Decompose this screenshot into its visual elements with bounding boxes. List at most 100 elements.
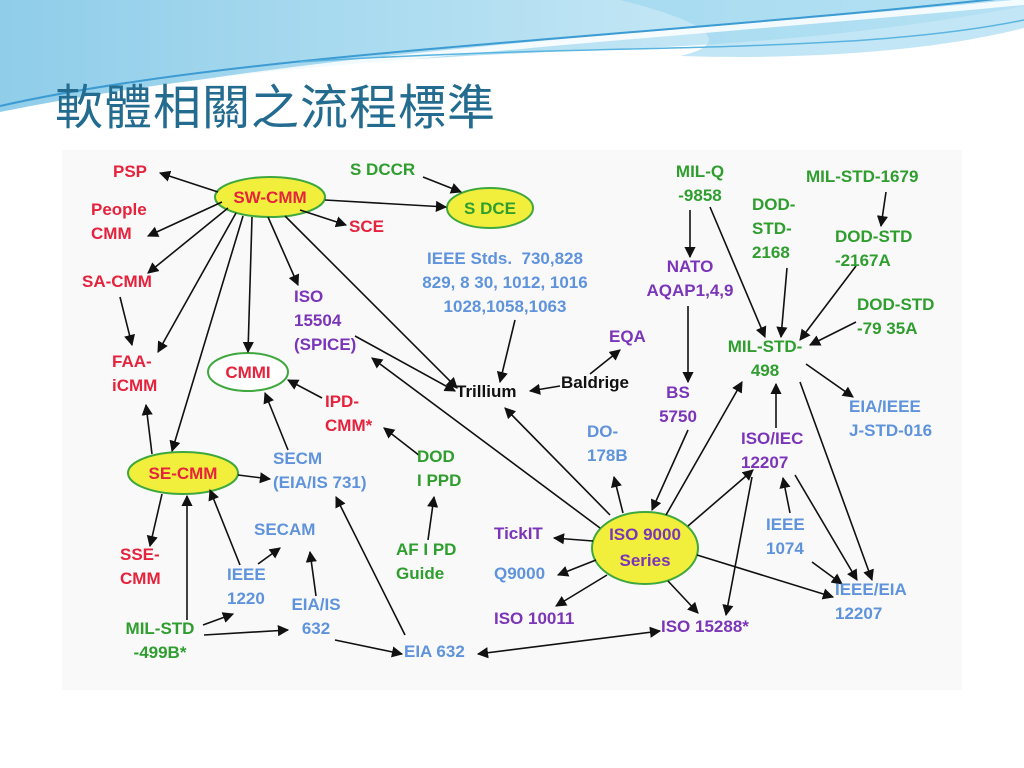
node-iso-15504: ISO 15504 (SPICE): [294, 287, 357, 354]
arrow-iso-9000-to-iso-iec-12207: [687, 469, 754, 527]
arrow-sw-cmm-to-cmmi: [242, 216, 254, 354]
node-cmmi: CMMI: [225, 363, 271, 382]
arrow-baldrige-to-trillium: [528, 383, 561, 395]
header-wave-highlight: [0, 0, 1024, 125]
node-iso-15288: ISO 15288*: [661, 617, 749, 636]
arrow-sw-cmm-to-se-cmm: [169, 215, 244, 453]
arrow-secm-to-cmmi: [263, 391, 289, 451]
node-ieee-eia-12207: IEEE/EIA 12207: [835, 580, 907, 623]
node-psp: PSP: [113, 162, 148, 181]
node-mil-std-499b: MIL-STD -499B*: [125, 619, 195, 662]
arrow-ieee-1220-to-se-cmm: [208, 488, 241, 566]
arrow-iso-iec-12207-to-ieee-eia-12207: [794, 474, 858, 581]
arrow-iso-9000-to-ieee-eia-12207: [696, 554, 835, 600]
node-dod-std-7935a: DOD-STD -79 35A: [857, 295, 935, 338]
slide-title: 軟體相關之流程標準: [55, 80, 497, 136]
node-dod-std-2168: DOD- STD- 2168: [752, 195, 796, 262]
arrow-bs-5750-to-iso-9000: [651, 429, 689, 512]
arrow-iso-9000-to-tickit: [552, 533, 594, 545]
node-sw-cmm: SW-CMM: [233, 188, 307, 207]
diagram-panel: [62, 150, 962, 690]
node-sdce: S DCE: [464, 199, 516, 218]
node-ieee-1220: IEEE 1220: [227, 565, 266, 608]
node-baldrige: Baldrige: [561, 373, 630, 392]
arrow-sw-cmm-to-iso-15504: [267, 216, 300, 287]
arrow-iso-9000-to-do-178b: [611, 475, 624, 514]
node-tickit: TickIT: [494, 524, 543, 543]
arrow-sw-cmm-to-faa-icmm: [157, 212, 237, 353]
node-people-cmm: People CMM: [91, 200, 147, 243]
node-eia-is-632: EIA/IS 632: [291, 595, 341, 638]
node-sse-cmm: SSE- CMM: [120, 545, 161, 588]
arrow-group: [119, 170, 889, 659]
arrow-mil-std-499b-to-ieee-1220: [202, 612, 235, 626]
arrow-baldrige-to-eqa: [589, 349, 621, 375]
arrow-sdccr-to-sdce: [422, 176, 463, 194]
node-q9000: Q9000: [494, 564, 546, 583]
arrow-eia-is-632-to-secam: [305, 550, 317, 597]
node-mil-std-498: MIL-STD- 498: [727, 337, 803, 380]
node-mil-q-9858: MIL-Q -9858: [675, 162, 725, 205]
node-eia-632: EIA 632: [404, 642, 465, 661]
arrow-ipd-cmm-to-cmmi: [287, 379, 323, 399]
node-bs-5750: BS 5750: [659, 383, 697, 426]
node-sce: SCE: [349, 217, 384, 236]
arrow-eia-632-to-secm: [335, 495, 406, 636]
node-faa-icmm: FAA- iCMM: [112, 352, 158, 395]
arrow-sw-cmm-to-trillium: [284, 215, 458, 389]
arrow-se-cmm-to-sse-cmm: [146, 493, 163, 548]
node-iso-10011: ISO 10011: [494, 609, 575, 628]
arrow-iso-9000-to-iso-10011: [555, 574, 608, 607]
node-sa-cmm: SA-CMM: [82, 272, 152, 291]
arrow-mil-q-9858-to-mil-std-498: [709, 206, 767, 339]
arrow-dod-std-2167a-to-mil-std-498: [799, 265, 857, 341]
arrow-dod-std-2168-to-mil-std-498: [776, 267, 788, 339]
arrow-dod-ippd-to-ipd-cmm: [383, 427, 421, 457]
arrow-sw-cmm-to-people-cmm: [146, 201, 223, 237]
arrow-af-ipd-guide-to-dod-ippd: [427, 495, 439, 541]
arrow-sw-cmm-to-psp: [158, 170, 219, 193]
node-sdccr: S DCCR: [350, 160, 416, 179]
arrow-se-cmm-to-secm: [237, 472, 272, 484]
arrow-sw-cmm-to-sce: [299, 209, 348, 228]
node-iso-9000-series: ISO 9000 Series: [609, 525, 681, 570]
arrow-eia-is-632-to-eia-632: [334, 639, 404, 658]
arrow-sa-cmm-to-faa-icmm: [119, 296, 135, 347]
arrow-ieee-1074-to-ieee-eia-12207: [811, 561, 843, 585]
node-ieee-stds: IEEE Stds. 730,828 829, 8 30, 1012, 1016…: [422, 249, 588, 316]
ellipse-sw-cmm: [214, 176, 326, 218]
node-mil-std-1679: MIL-STD-1679: [806, 167, 919, 186]
node-dod-ippd: DOD I PPD: [417, 447, 462, 490]
arrow-sw-cmm-to-sdce: [324, 199, 448, 213]
header-wave-line: [0, 0, 996, 107]
node-af-ipd-guide: AF I PD Guide: [396, 540, 457, 583]
ellipse-se-cmm: [127, 451, 239, 495]
node-ieee-1074: IEEE 1074: [766, 515, 805, 558]
header-wave-cyan: [620, 0, 1024, 57]
arrow-iso-15504-to-trillium: [354, 335, 456, 392]
node-eia-ieee-j-std-016: EIA/IEEE J-STD-016: [849, 397, 933, 440]
arrow-mil-std-499b-to-eia-is-632: [203, 625, 290, 637]
arrow-iso-9000-to-q9000: [556, 559, 597, 577]
arrow-se-cmm-to-faa-icmm: [141, 403, 153, 455]
arrow-dod-std-7935a-to-mil-std-498: [808, 321, 857, 346]
arrow-mil-std-1679-to-dod-std-2167a: [876, 191, 889, 228]
header-wave-decoration: [0, 0, 1024, 125]
arrow-ieee-stds-to-trillium: [496, 319, 516, 384]
arrow-iso-9000-to-iso-15504: [371, 357, 601, 529]
arrow-mil-std-498-to-j-std-016: [805, 363, 854, 398]
arrow-ieee-1074-to-iso-iec-12207: [779, 476, 791, 514]
arrow-iso-9000-to-iso-15288: [667, 580, 699, 614]
arrow-sw-cmm-to-sa-cmm: [147, 207, 229, 274]
arrow-iso-9000-to-trillium: [504, 407, 611, 516]
node-eqa: EQA: [609, 327, 646, 346]
header-wave-line-2: [299, 19, 1024, 63]
node-se-cmm: SE-CMM: [148, 464, 218, 483]
arrow-eia-632-iso-15288-bidirectional: [476, 626, 662, 659]
ellipse-iso-9000: [591, 511, 699, 585]
node-secam: SECAM: [254, 520, 316, 539]
arrow-mil-std-498-to-ieee-eia-12207: [799, 381, 874, 582]
node-do-178b: DO- 178B: [587, 422, 628, 465]
